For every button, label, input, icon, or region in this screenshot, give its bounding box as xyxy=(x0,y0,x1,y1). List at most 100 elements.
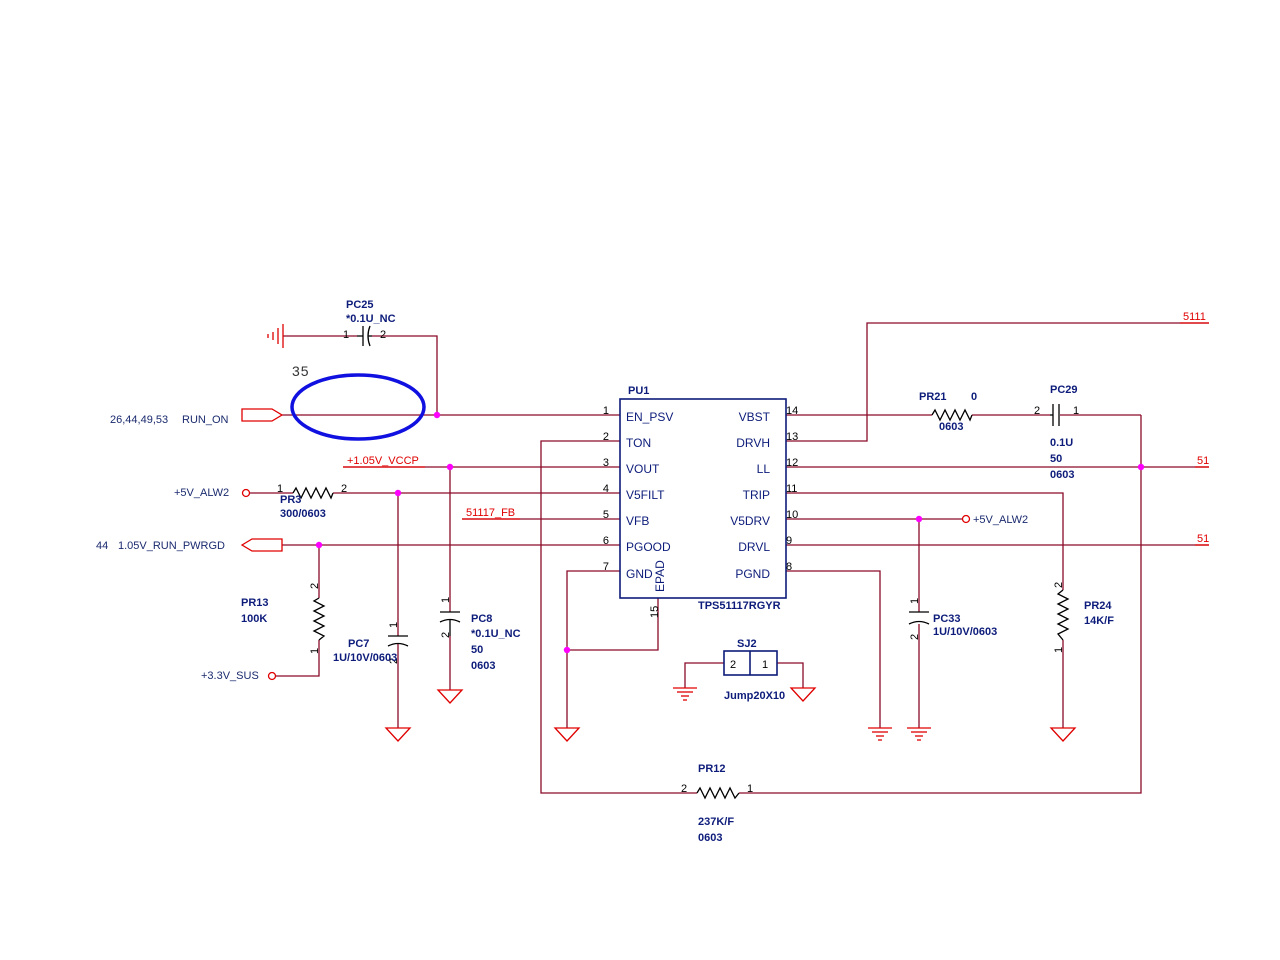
pin-number: 1 xyxy=(440,597,452,603)
pc7-value: 1U/10V/0603 xyxy=(333,652,397,664)
pin-number: 13 xyxy=(786,431,798,443)
junction-dot xyxy=(1137,463,1145,471)
pin-number: 7 xyxy=(603,561,609,573)
resistor-pr3[interactable]: 1 2 PR3 300/0603 xyxy=(277,483,347,520)
pin-number: 1 xyxy=(343,329,349,341)
pin-name: LL xyxy=(757,462,771,476)
pc8-value-2: 50 xyxy=(471,644,483,656)
pin-number: 1 xyxy=(909,598,921,604)
pin-name: TON xyxy=(626,436,651,450)
pin-number: 2 xyxy=(909,634,921,640)
sj2-value: Jump20X10 xyxy=(724,690,785,702)
resistor-pr13[interactable]: 2 1 PR13 100K xyxy=(241,583,326,654)
junction-dot xyxy=(915,515,923,523)
pc8-value-3: 0603 xyxy=(471,660,495,672)
junction-dot xyxy=(563,646,571,654)
pc29-value-3: 0603 xyxy=(1050,469,1074,481)
alw2-left-label: +5V_ALW2 xyxy=(174,487,229,499)
pin-number: 4 xyxy=(603,483,609,495)
pin-name: GND xyxy=(626,567,653,581)
pr21-ref: PR21 xyxy=(919,391,947,403)
jumper-sj2[interactable]: 2 1 SJ2 Jump20X10 xyxy=(723,638,785,702)
pr21-package: 0603 xyxy=(939,421,963,433)
capacitor-pc7[interactable]: 1 2 PC7 1U/10V/0603 xyxy=(333,622,409,664)
ground-icon xyxy=(673,687,697,701)
pin-number: 1 xyxy=(277,483,283,495)
pin-number: 2 xyxy=(681,783,687,795)
pin-number: 10 xyxy=(786,509,798,521)
resistor-pr12[interactable]: 2 1 PR12 237K/F 0603 xyxy=(681,763,753,844)
pin-name: EN_PSV xyxy=(626,410,673,424)
pwrgd-label: 1.05V_RUN_PWRGD xyxy=(118,540,225,552)
pin-number: 2 xyxy=(380,329,386,341)
pin-name: VBST xyxy=(739,410,771,424)
pin-number: 1 xyxy=(1053,647,1065,653)
pin-number: 1 xyxy=(603,405,609,417)
pin-name: TRIP xyxy=(743,488,770,502)
ground-icon xyxy=(384,727,412,742)
pin-number: 2 xyxy=(341,483,347,495)
pc29-ref: PC29 xyxy=(1050,384,1078,396)
port-run-on[interactable]: 26,44,49,53 RUN_ON xyxy=(110,408,284,426)
marker-number: 35 xyxy=(292,363,310,379)
pc7-ref: PC7 xyxy=(348,638,369,650)
pc33-ref: PC33 xyxy=(933,613,961,625)
port-5v-alw2-right[interactable]: +5V_ALW2 xyxy=(961,514,1029,526)
pin-name: PGOOD xyxy=(626,540,671,554)
pin-number: 2 xyxy=(730,659,736,671)
run-on-label: RUN_ON xyxy=(182,414,229,426)
ground-icon xyxy=(553,727,581,742)
pin-number: 1 xyxy=(762,659,768,671)
pin-number: 2 xyxy=(388,658,400,664)
capacitor-pc8[interactable]: 1 2 PC8 *0.1U_NC 50 0603 xyxy=(439,597,521,672)
pin-name: VFB xyxy=(626,514,649,528)
pin-number: 2 xyxy=(440,632,452,638)
pin-name: DRVH xyxy=(736,436,770,450)
alw2-right-label: +5V_ALW2 xyxy=(973,514,1028,526)
pin-name: V5FILT xyxy=(626,488,665,502)
ic-right-pins: 14 VBST 13 DRVH 12 LL 11 TRIP 10 V5DRV 9… xyxy=(730,405,798,581)
pin-number: 6 xyxy=(603,535,609,547)
port-5v-alw2-left[interactable]: +5V_ALW2 xyxy=(174,487,251,499)
ground-icon xyxy=(789,687,817,702)
ground-icon xyxy=(907,727,931,741)
pin-name: PGND xyxy=(735,567,770,581)
pin-number: 2 xyxy=(1034,405,1040,417)
pc25-value: *0.1U_NC xyxy=(346,313,396,325)
net-out-top: 5111 xyxy=(1183,311,1206,323)
resistor-pr21[interactable]: PR21 0 0603 xyxy=(919,391,977,433)
ic-left-pins: 1 EN_PSV 2 TON 3 VOUT 4 V5FILT 5 VFB 6 P… xyxy=(603,405,673,581)
pin-number: 5 xyxy=(603,509,609,521)
pin-number: 15 xyxy=(649,606,661,618)
junction-dots xyxy=(315,411,1145,654)
pr24-ref: PR24 xyxy=(1084,600,1112,612)
pc8-value: *0.1U_NC xyxy=(471,628,521,640)
pin-number: 12 xyxy=(786,457,798,469)
port-3v3-sus[interactable]: +3.3V_SUS xyxy=(201,670,277,682)
pin-name: EPAD xyxy=(653,560,667,592)
pin-name: DRVL xyxy=(738,540,770,554)
port-pwrgd[interactable]: 44 1.05V_RUN_PWRGD xyxy=(96,538,283,552)
ic-pu1[interactable]: PU1 TPS51117RGYR 1 EN_PSV 2 TON 3 VOUT 4… xyxy=(603,385,798,618)
pr24-value: 14K/F xyxy=(1084,615,1114,627)
capacitor-pc33[interactable]: 1 2 PC33 1U/10V/0603 xyxy=(908,598,997,640)
junction-dot xyxy=(394,489,402,497)
ic-part-number: TPS51117RGYR xyxy=(698,600,781,612)
pc33-value: 1U/10V/0603 xyxy=(933,626,997,638)
pin-number: 14 xyxy=(786,405,798,417)
sus-label: +3.3V_SUS xyxy=(201,670,259,682)
pin-number: 9 xyxy=(786,535,792,547)
pc29-value: 0.1U xyxy=(1050,437,1073,449)
pin-number: 3 xyxy=(603,457,609,469)
pin-number: 1 xyxy=(309,648,321,654)
pr12-ref: PR12 xyxy=(698,763,726,775)
ground-icon xyxy=(1049,727,1077,742)
pr3-ref: PR3 xyxy=(280,494,301,506)
capacitor-pc29[interactable]: 2 1 PC29 0.1U 50 0603 xyxy=(1034,384,1079,481)
pwrgd-ref: 44 xyxy=(96,540,108,552)
capacitor-pc25[interactable]: PC25 *0.1U_NC 1 2 xyxy=(343,299,396,347)
pin-number: 2 xyxy=(1053,582,1065,588)
run-on-refs: 26,44,49,53 xyxy=(110,414,168,426)
resistor-pr24[interactable]: 2 1 PR24 14K/F xyxy=(1053,582,1114,653)
